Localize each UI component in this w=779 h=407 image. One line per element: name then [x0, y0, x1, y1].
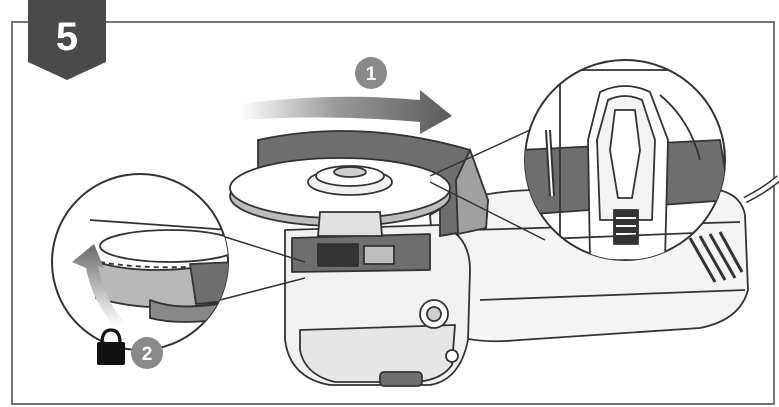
- gear-head-lower: [299, 324, 456, 383]
- detail-magnifier-right: [429, 59, 726, 261]
- curved-arrow-icon: [240, 90, 452, 134]
- rotation-arrow-left: [72, 244, 124, 326]
- step-badge: 5: [28, 0, 106, 80]
- callout-1-circle: [355, 57, 387, 89]
- curved-arrow-icon: [72, 244, 124, 326]
- step-number: 5: [56, 15, 78, 59]
- callout-2-circle: [131, 337, 163, 369]
- callout-1: 1: [355, 57, 387, 89]
- vent-slots: [688, 231, 744, 283]
- diagram-frame: [11, 21, 775, 405]
- grinding-disc: [229, 157, 451, 237]
- callout-2: 2: [131, 337, 163, 369]
- magnifier-leader: [429, 129, 546, 241]
- detail-magnifier-left: [51, 173, 306, 351]
- step-badge-shape: [28, 0, 106, 80]
- padlock-icon: [97, 328, 125, 365]
- callout-2-number: 2: [142, 344, 153, 365]
- callout-1-number: 1: [366, 64, 377, 85]
- guard-clamp: [291, 233, 431, 273]
- rotation-arrow: [240, 90, 452, 134]
- housing-line: [479, 289, 746, 301]
- spindle-lock-button: [379, 371, 423, 387]
- magnifier-leader: [219, 235, 306, 301]
